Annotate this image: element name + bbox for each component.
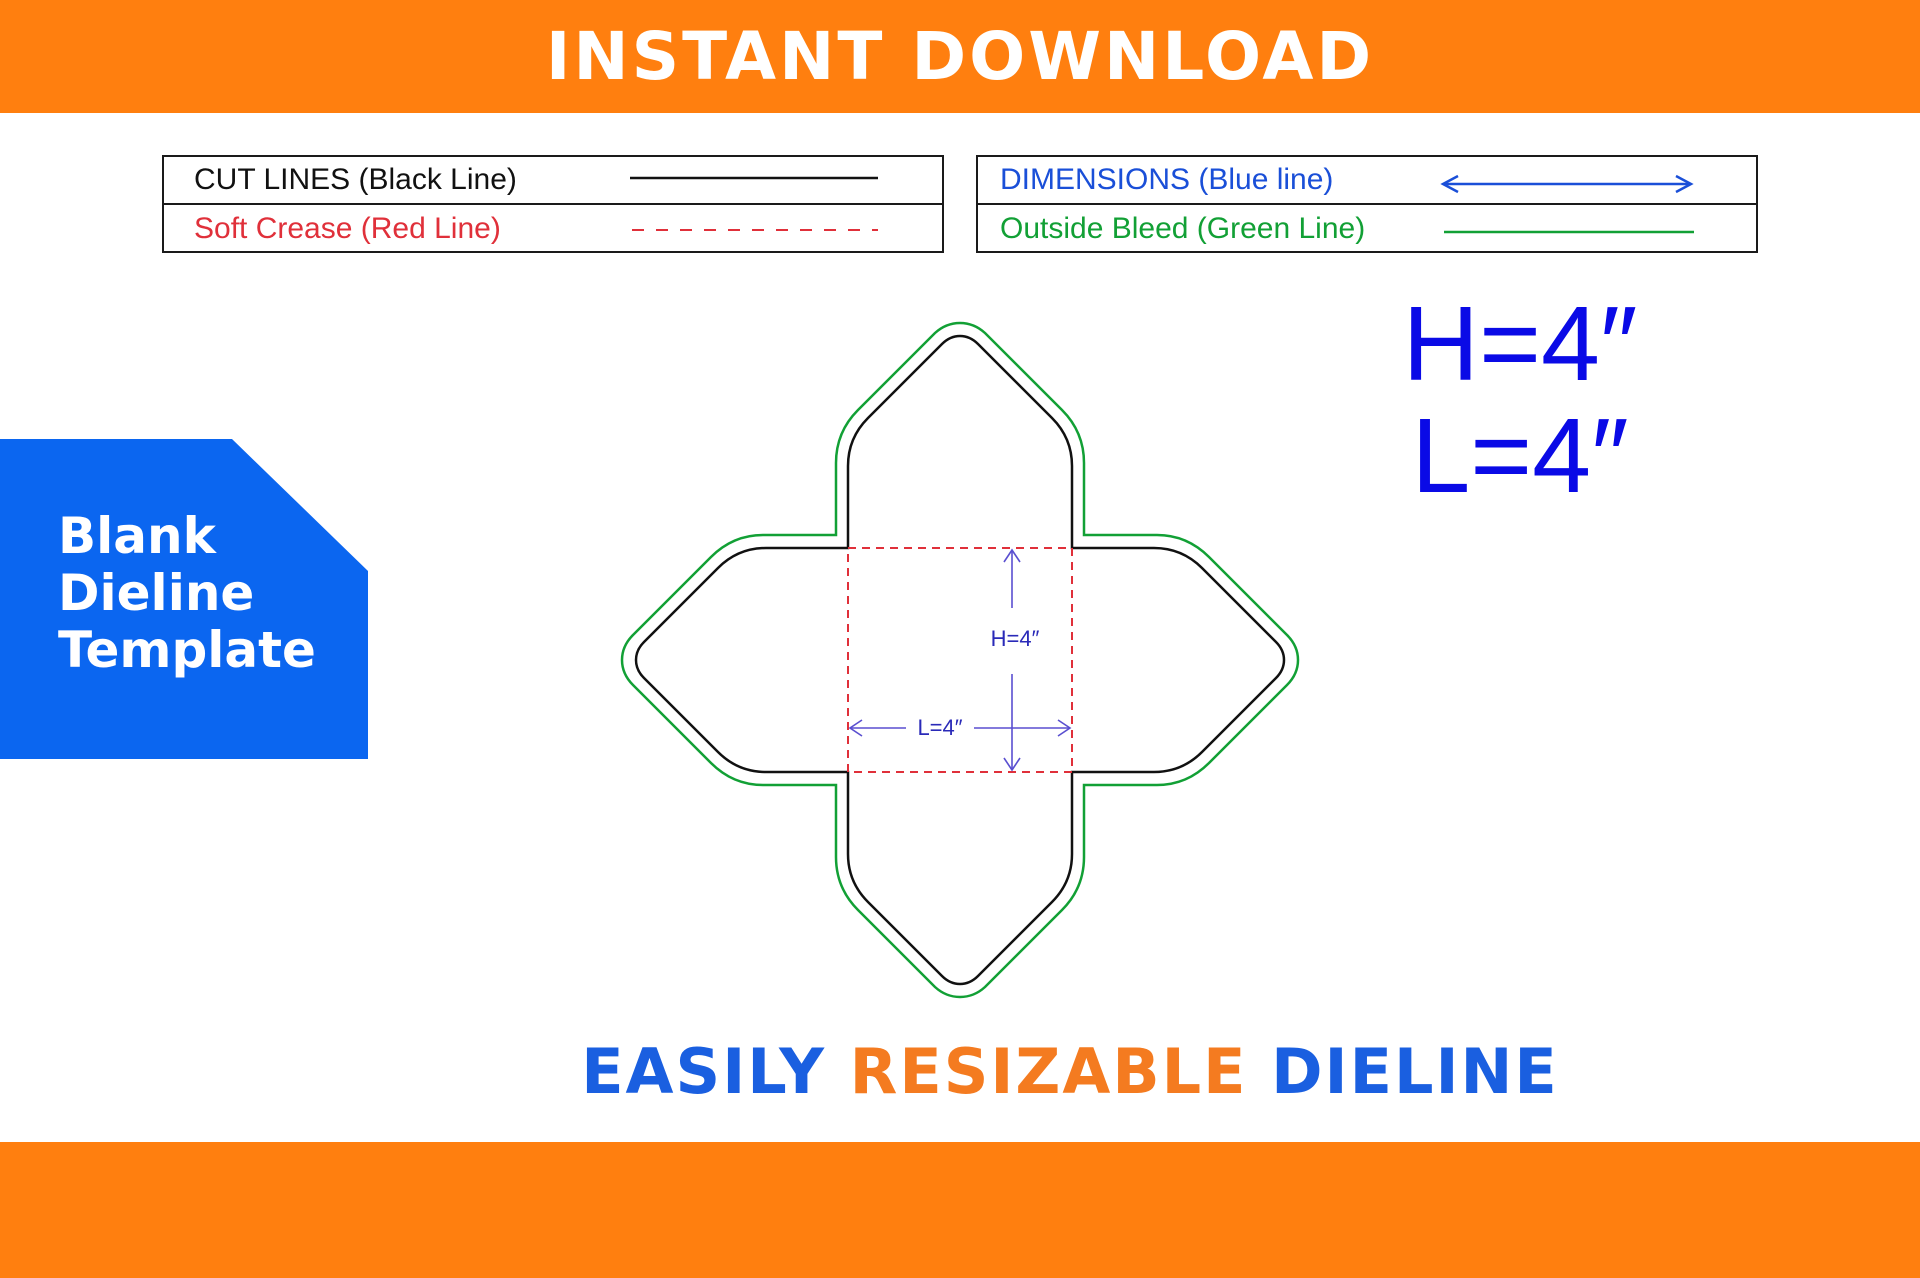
- bleed-outline: [620, 321, 1300, 999]
- big-length-label: L=4″: [1411, 397, 1629, 515]
- legend-row-bleed: Outside Bleed (Green Line): [978, 205, 1756, 253]
- side-tag-shape: [0, 439, 368, 759]
- legend-crease-label: Soft Crease (Red Line): [194, 212, 501, 245]
- dimension-arrow-sample: [1440, 174, 1694, 194]
- crease-line-sample: [632, 229, 878, 231]
- side-tag-text: Blank Dieline Template: [58, 508, 316, 679]
- legend-row-crease: Soft Crease (Red Line): [164, 205, 942, 253]
- footer-title: EASILY RESIZABLE DIELINE: [0, 1035, 1920, 1108]
- bleed-line-sample: [1444, 230, 1694, 234]
- footer-word-easily: EASILY: [581, 1035, 827, 1108]
- big-height-label: H=4″: [1402, 285, 1638, 403]
- side-tag-line-3: Template: [58, 621, 316, 679]
- crease-square: [847, 547, 1073, 773]
- bottom-banner: [0, 1142, 1920, 1278]
- footer-word-dieline: DIELINE: [1271, 1035, 1559, 1108]
- diagram-length-label: L=4″: [917, 715, 962, 740]
- banner-title: INSTANT DOWNLOAD: [545, 18, 1375, 95]
- legend-left: CUT LINES (Black Line) Soft Crease (Red …: [162, 155, 944, 253]
- cut-line-sample: [630, 176, 878, 180]
- cut-outline: [634, 334, 1286, 986]
- legend-bleed-label: Outside Bleed (Green Line): [1000, 212, 1366, 245]
- side-tag-line-2: Dieline: [58, 564, 255, 622]
- legend-row-cut: CUT LINES (Black Line): [164, 157, 942, 205]
- side-tag-line-1: Blank: [58, 507, 216, 565]
- top-banner: INSTANT DOWNLOAD: [0, 0, 1920, 113]
- legend-cut-label: CUT LINES (Black Line): [194, 163, 517, 196]
- length-dimension-arrow: [848, 719, 1072, 737]
- legend-right: DIMENSIONS (Blue line) Outside Bleed (Gr…: [976, 155, 1758, 253]
- legend-row-dimensions: DIMENSIONS (Blue line): [978, 157, 1756, 205]
- diagram-height-label: H=4″: [991, 626, 1040, 651]
- footer-word-resizable: RESIZABLE: [849, 1035, 1248, 1108]
- legend-dimensions-label: DIMENSIONS (Blue line): [1000, 163, 1334, 196]
- height-dimension-arrow: [1003, 548, 1021, 772]
- big-dimensions: H=4″ L=4″: [1390, 288, 1650, 512]
